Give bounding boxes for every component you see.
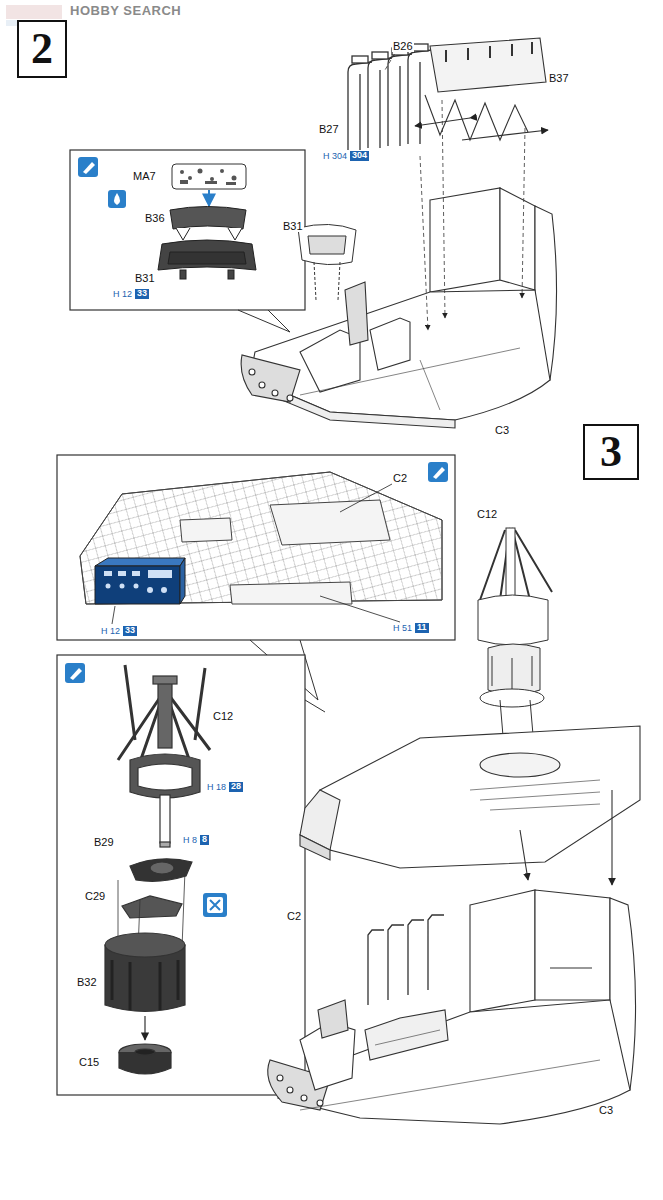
hull-floor — [241, 188, 556, 428]
paint-code-box: 304 — [350, 151, 369, 161]
seat-frame-part — [348, 44, 432, 150]
crate-part — [95, 558, 185, 624]
panel-part — [158, 207, 256, 280]
paint-icon — [428, 462, 448, 482]
part-number: C2 — [392, 472, 408, 484]
paint-code: H 12 — [112, 290, 133, 300]
step-number-box: 3 — [583, 424, 639, 480]
paint-code: H 51 — [392, 624, 413, 634]
part-number: B36 — [144, 212, 166, 224]
floor-plate-part — [80, 472, 442, 622]
watermark: HOBBY SEARCH — [70, 4, 181, 18]
paint-code: H 8 — [182, 836, 198, 846]
decal-part — [172, 164, 246, 206]
part-number: C29 — [84, 890, 106, 902]
pedestal-part — [105, 665, 210, 1074]
part-number: B29 — [93, 836, 115, 848]
part-number: B31 — [134, 272, 156, 284]
hull-floor — [268, 890, 636, 1124]
paint-code-box: 8 — [200, 835, 209, 845]
part-number: C2 — [286, 910, 302, 922]
step-number: 3 — [600, 430, 622, 474]
part-number: C12 — [212, 710, 234, 722]
part-number: C3 — [598, 1104, 614, 1116]
part-number: C12 — [476, 508, 498, 520]
paint-code: H 18 — [206, 783, 227, 793]
paint-code-box: 11 — [415, 623, 429, 633]
part-number: B37 — [548, 72, 570, 84]
pedestal-part — [478, 528, 552, 760]
seat-cushion-part — [415, 38, 548, 140]
guide-line — [385, 48, 525, 330]
paint-icon — [65, 663, 227, 917]
floor-plate-part — [300, 726, 640, 885]
part-number: B31 — [282, 220, 304, 232]
paint-code: H 304 — [322, 152, 348, 162]
paint-code-box: 33 — [135, 289, 149, 299]
step-number: 2 — [31, 27, 53, 71]
bench-part — [298, 224, 356, 300]
part-number: MA7 — [132, 170, 157, 182]
paint-code: H 12 — [100, 627, 121, 637]
step-number-box: 2 — [17, 20, 67, 78]
part-number: B32 — [76, 976, 98, 988]
part-number: C3 — [494, 424, 510, 436]
detail-inset — [70, 150, 305, 332]
paint-code-box: 33 — [123, 626, 137, 636]
paint-icon — [78, 157, 126, 208]
detail-inset — [57, 655, 325, 1095]
part-number: C15 — [78, 1056, 100, 1068]
part-number: B27 — [318, 123, 340, 135]
part-number: B26 — [392, 40, 414, 52]
paint-code-box: 28 — [229, 782, 243, 792]
